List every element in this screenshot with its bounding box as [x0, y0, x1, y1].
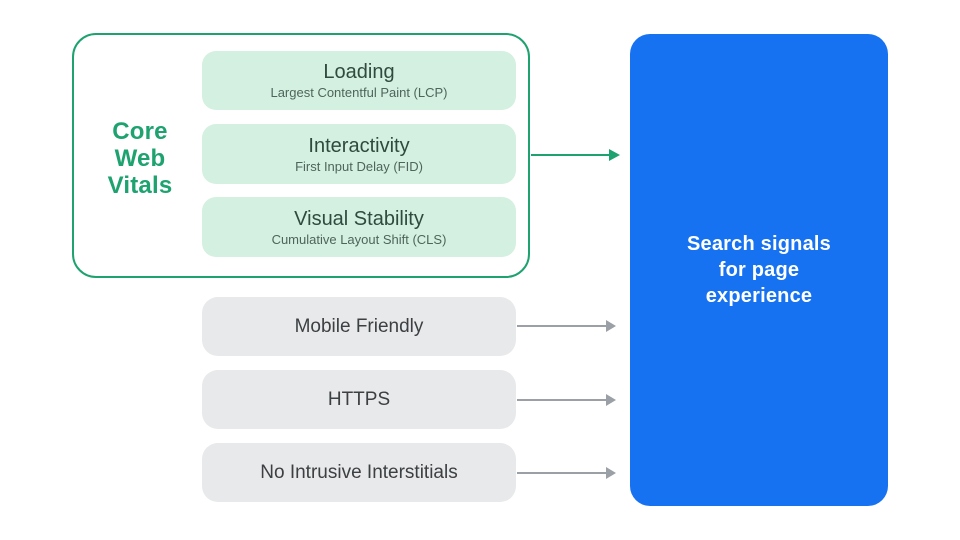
core-web-vitals-label-line: Vitals	[107, 172, 173, 199]
search-signals-label: Search signals for page experience	[687, 231, 831, 309]
arrow-head-icon	[606, 320, 616, 332]
arrow-shaft	[517, 399, 609, 401]
arrow-head-icon	[606, 467, 616, 479]
metric-title: Visual Stability	[294, 207, 424, 230]
metric-title: Interactivity	[308, 134, 410, 157]
arrow-head-icon	[609, 149, 620, 161]
search-signals-label-line: experience	[705, 285, 813, 307]
metric-subtitle: Largest Contentful Paint (LCP)	[270, 85, 448, 100]
arrow-shaft	[531, 154, 612, 156]
metric-box-loading: Loading Largest Contentful Paint (LCP)	[202, 51, 516, 110]
metric-box-interactivity: Interactivity First Input Delay (FID)	[202, 124, 516, 184]
metric-title: Loading	[323, 61, 395, 83]
gray-arrow-icon	[517, 320, 616, 332]
arrow-shaft	[517, 325, 609, 327]
search-signals-label-line: for page	[718, 259, 800, 281]
gray-arrow-icon	[517, 394, 616, 406]
green-arrow-icon	[531, 149, 620, 161]
metric-subtitle: First Input Delay (FID)	[295, 158, 423, 174]
signal-label: HTTPS	[327, 388, 391, 410]
gray-arrow-icon	[517, 467, 616, 479]
signal-box-mobile-friendly: Mobile Friendly	[202, 297, 516, 356]
core-web-vitals-label-line: Core	[112, 118, 168, 145]
metric-subtitle: Cumulative Layout Shift (CLS)	[271, 231, 447, 247]
search-signals-panel: Search signals for page experience	[630, 34, 888, 506]
core-web-vitals-label-line: Web	[114, 145, 166, 172]
signal-box-https: HTTPS	[202, 370, 516, 429]
signal-label: No Intrusive Interstitials	[260, 461, 458, 483]
search-signals-label-line: Search signals	[687, 233, 831, 255]
signal-label: Mobile Friendly	[294, 315, 424, 337]
core-web-vitals-label: Core Web Vitals	[78, 118, 202, 199]
metric-box-visual-stability: Visual Stability Cumulative Layout Shift…	[202, 197, 516, 257]
signal-box-no-intrusive-interstitials: No Intrusive Interstitials	[202, 443, 516, 502]
arrow-shaft	[517, 472, 609, 474]
arrow-head-icon	[606, 394, 616, 406]
